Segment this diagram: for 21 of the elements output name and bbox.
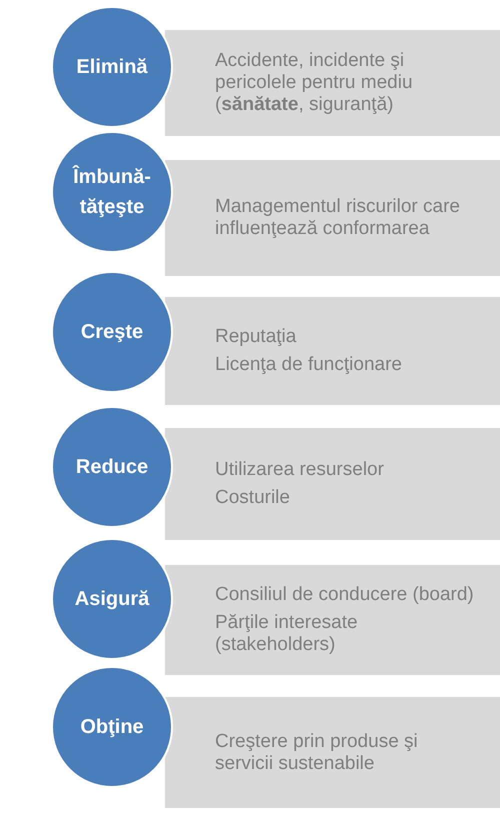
text-panel xyxy=(165,30,500,136)
panel-text: Creştere prin produse şi servicii sustenabile xyxy=(215,730,419,774)
panel-text: Managementul riscurilor care influenţează conformarea xyxy=(215,196,461,240)
text-panel xyxy=(165,160,500,276)
circle-label: Îmbună-tăţeşte xyxy=(72,164,152,220)
circle-label: Asigură xyxy=(74,587,150,612)
circle-label: Elimină xyxy=(75,55,149,80)
panel-text: Consiliul de conducere (board) xyxy=(215,584,475,606)
panel-text: Accidente, incidente şi pericolele pentru mediu (sănătate, siguranţă) xyxy=(215,50,414,116)
text-panel xyxy=(165,697,500,808)
text-panel xyxy=(165,565,500,675)
circle-label: Reduce xyxy=(74,455,150,480)
text-panel xyxy=(165,428,500,540)
text-panel xyxy=(165,297,500,405)
circle-label: Obţine xyxy=(79,715,145,740)
panel-text: Costurile xyxy=(215,487,291,509)
panel-text: Părţile interesate (stakeholders) xyxy=(215,612,359,656)
panel-text: Utilizarea resurselor xyxy=(215,459,385,481)
panel-text: Reputaţia xyxy=(215,326,298,348)
panel-text: Licenţa de funcţionare xyxy=(215,354,403,376)
circle-label: Creşte xyxy=(80,320,144,345)
